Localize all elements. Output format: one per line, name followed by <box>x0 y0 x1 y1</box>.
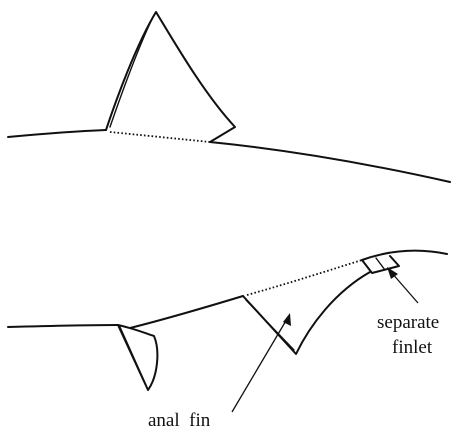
dorsal-fin <box>106 12 235 142</box>
lower-body-line-left <box>8 325 118 327</box>
finlet-label-line2: finlet <box>392 337 433 358</box>
dorsal-fin-base-dotted <box>110 132 210 142</box>
anal-fin-label: anal fin <box>148 410 211 431</box>
anal-fin <box>243 272 370 354</box>
lower-body-line-mid <box>130 296 243 328</box>
upper-body-line <box>8 130 106 137</box>
finlet-label-line1: separate <box>377 312 439 333</box>
finlet-arrow-line <box>391 272 418 303</box>
anal-fin-ray-line <box>246 300 294 350</box>
pelvic-fin-ray-line <box>120 327 146 385</box>
anal-fin-arrow-line <box>232 319 287 412</box>
upper-fish-outline <box>8 12 450 182</box>
upper-body-line-right <box>210 142 450 182</box>
anal-fin-pointer <box>232 313 291 412</box>
finlet-divider <box>376 258 385 270</box>
dorsal-fin-ray-line <box>110 17 153 127</box>
lower-body-line-right <box>362 251 447 260</box>
finlet-pointer <box>387 267 418 303</box>
